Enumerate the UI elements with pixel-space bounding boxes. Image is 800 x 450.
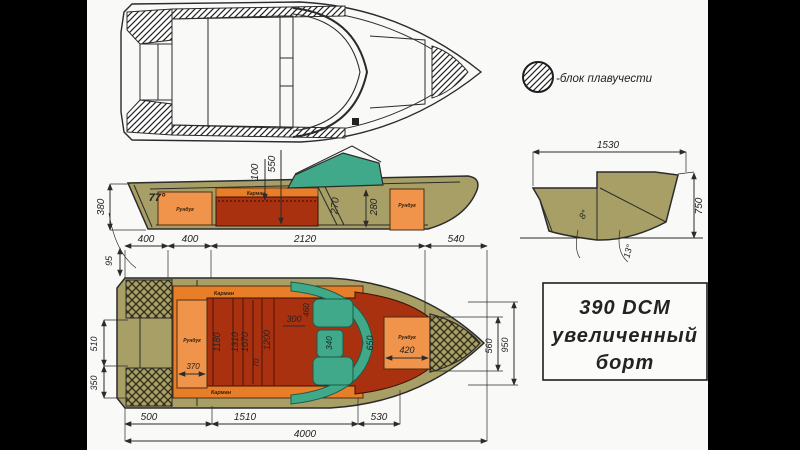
dim-top-2120: 2120: [293, 234, 317, 245]
plan-right-ticks: [430, 301, 518, 386]
top-view-seat-back: [279, 15, 294, 129]
dim-top-400b: 400: [182, 234, 199, 245]
plan-seat-top: [312, 298, 354, 328]
title-box: 390 DCM увеличенный борт: [542, 282, 708, 381]
side-view-pocket: [215, 187, 319, 198]
dim-bottom-4000: 4000: [294, 429, 317, 440]
dim-bottom-1510: 1510: [234, 412, 257, 423]
top-view-bow-flotation: [431, 45, 469, 99]
side-view-angle-arc: [108, 212, 137, 269]
top-view-hull-outline: [120, 1, 483, 143]
plan-stern-flotation-bottom: [125, 367, 173, 407]
transom-fold-lines: [539, 172, 667, 240]
top-view-windshield-outer: [292, 7, 369, 138]
top-view-drawing: [120, 1, 483, 143]
dim-beam: 1530: [597, 140, 620, 151]
dim-transom-height: 380: [96, 198, 107, 215]
top-view-stern-flotation-top: [126, 8, 173, 45]
dim-top-400a: 400: [138, 234, 155, 245]
dim-seat-width: 460: [302, 303, 311, 317]
legend-label: -блок плавучести: [556, 73, 653, 85]
title-line-2: увеличенный: [551, 325, 698, 347]
plan-locker-right: [383, 316, 431, 370]
top-view-windshield-inner: [292, 13, 361, 132]
side-view-pocket-label: Карман: [247, 191, 265, 197]
side-view-locker-right: [389, 188, 425, 231]
plan-view-drawing: Рундук 370 Карман Карман 1180 1310 1070 …: [89, 234, 518, 444]
side-view-drawing: Рундук Карман Рундук 380 77° 100 550 270…: [96, 145, 479, 269]
dim-bottom-500: 500: [141, 412, 158, 423]
plan-pocket-top-label: Карман: [214, 291, 235, 297]
dim-gap: 70: [252, 358, 261, 367]
dim-console-width: 300: [286, 314, 301, 324]
dim-locker-r-len: 650: [365, 335, 375, 350]
plan-floor-dividers: [212, 298, 275, 386]
top-view-stern-flotation-bottom: [126, 99, 173, 136]
dim-transom-angle: 77°: [149, 192, 166, 204]
side-view-windshield: [286, 152, 384, 189]
dim-right-950: 950: [500, 337, 510, 352]
side-view-dim-ticks: [110, 183, 146, 231]
dim-seat2: 1310: [230, 332, 240, 352]
title-line-1: 390 DCM: [579, 297, 671, 319]
side-view-locker-left: [157, 191, 213, 226]
dim-left-350: 350: [89, 375, 99, 390]
dim-seat1: 1180: [212, 332, 222, 351]
dim-console-len: 340: [325, 336, 334, 350]
plan-locker-left: [176, 299, 208, 389]
dim-locker-r-width: 420: [399, 345, 414, 355]
dim-locker-width: 370: [186, 362, 200, 371]
plan-left-ticks: [104, 319, 128, 399]
dim-bottom-530: 530: [371, 412, 388, 423]
plan-pocket-bottom-label: Карман: [211, 390, 232, 396]
side-view-windshield-frame: [294, 145, 382, 175]
dim-cockpit-depth: 550: [267, 155, 278, 172]
top-view-bow-deck: [369, 35, 426, 109]
side-view-locker-right-label: Рундук: [398, 203, 416, 209]
plan-seat-bottom: [312, 356, 354, 386]
dim-aft-depth: 280: [369, 198, 380, 216]
dim-left-510: 510: [89, 336, 99, 351]
plan-motor-well: [126, 317, 172, 369]
title-line-3: борт: [596, 352, 655, 374]
title-box-border: [542, 282, 708, 381]
dim-height: 750: [694, 197, 705, 214]
dim-windshield-base: 270: [329, 197, 342, 216]
plan-top-extensions: [124, 250, 488, 441]
top-view-fitting: [352, 118, 359, 125]
plan-stern-flotation-top: [125, 279, 173, 319]
dim-deadrise-angle: 13°: [622, 243, 635, 259]
plan-console: [316, 329, 344, 358]
side-view-windshield-posts: [317, 186, 345, 226]
plan-locker-right-label: Рундук: [398, 335, 416, 341]
transom-view-drawing: 8° 13° 1530 750: [520, 140, 705, 263]
dim-right-560: 560: [484, 338, 494, 353]
flotation-block-swatch: [522, 61, 554, 93]
legend: -блок плавучести: [522, 61, 653, 93]
dim-seat3: 1070: [240, 332, 250, 352]
dim-pocket-depth: 100: [250, 163, 261, 180]
transom-angle-leaders: [576, 229, 629, 263]
plan-bow-flotation: [429, 313, 481, 373]
transom-hull: [531, 171, 679, 241]
plan-locker-left-label: Рундук: [183, 338, 201, 344]
dim-seat4: 1200: [262, 330, 272, 350]
dim-left-95: 95: [104, 255, 114, 266]
side-view-locker-left-label: Рундук: [176, 207, 194, 213]
dim-top-540: 540: [448, 234, 465, 245]
